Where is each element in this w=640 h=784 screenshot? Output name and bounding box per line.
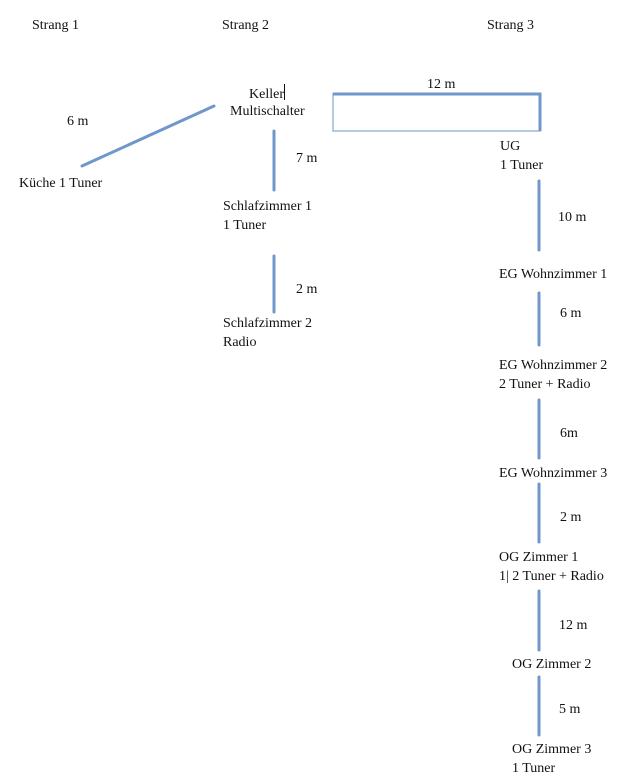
node-og-zimmer3-name: OG Zimmer 3 [512, 742, 592, 757]
node-ug-name: UG [500, 139, 521, 154]
node-kueche: Küche 1 Tuner [19, 176, 103, 191]
node-eg-wohnzimmer3: EG Wohnzimmer 3 [499, 466, 608, 481]
node-eg-wohnzimmer2-name: EG Wohnzimmer 2 [499, 358, 608, 373]
line-keller-kueche [80, 104, 216, 168]
node-og-zimmer1-name: OG Zimmer 1 [499, 550, 579, 565]
text-cursor [283, 84, 285, 100]
header-strang-2: Strang 2 [222, 18, 270, 33]
distance-eg2-eg3: 6m [560, 426, 578, 441]
node-ug-device: 1 Tuner [500, 158, 544, 173]
node-eg-wohnzimmer2-device: 2 Tuner + Radio [499, 377, 591, 392]
distance-og1-og2: 12 m [559, 618, 588, 633]
node-schlafzimmer1-name: Schlafzimmer 1 [223, 199, 313, 214]
distance-schlafzimmer1: 7 m [296, 151, 318, 166]
node-schlafzimmer1-device: 1 Tuner [223, 218, 267, 233]
node-schlafzimmer2-device: Radio [223, 335, 257, 350]
keller-label: Keller [249, 87, 284, 102]
distance-og2-og3: 5 m [559, 702, 581, 717]
distance-eg1-eg2: 6 m [560, 306, 582, 321]
node-og-zimmer3-device: 1 Tuner [512, 761, 556, 776]
node-schlafzimmer2-name: Schlafzimmer 2 [223, 316, 313, 331]
distance-keller-ug: 12 m [427, 77, 456, 92]
header-strang-3: Strang 3 [487, 18, 535, 33]
distance-ug-eg1: 10 m [558, 210, 587, 225]
distance-eg3-og1: 2 m [560, 510, 582, 525]
multischalter-label: Multischalter [230, 104, 305, 119]
header-strang-1: Strang 1 [32, 18, 80, 33]
keller-ug-connector-line [333, 92, 542, 131]
node-eg-wohnzimmer1: EG Wohnzimmer 1 [499, 267, 608, 282]
keller-ug-connector [332, 93, 541, 132]
distance-schlafzimmer2: 2 m [296, 282, 318, 297]
distance-kueche: 6 m [67, 114, 89, 129]
node-og-zimmer1-device: 1| 2 Tuner + Radio [499, 569, 604, 584]
node-og-zimmer2: OG Zimmer 2 [512, 657, 592, 672]
